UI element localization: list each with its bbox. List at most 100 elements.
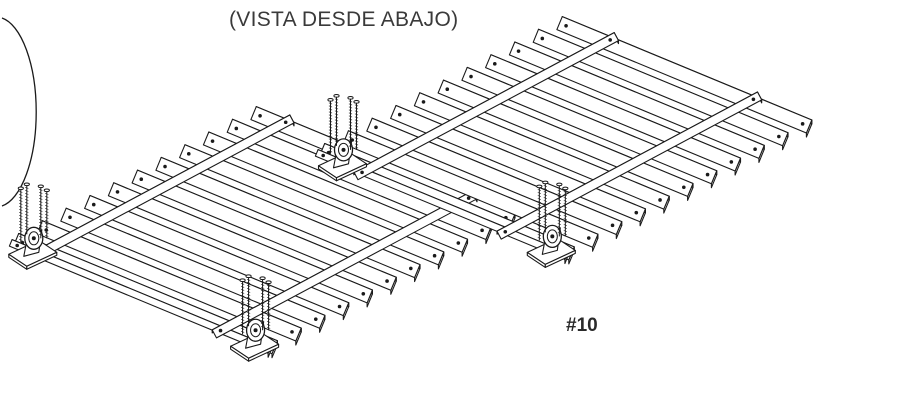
slat xyxy=(107,182,373,308)
screw-hole xyxy=(456,241,461,245)
screw-hole xyxy=(15,243,19,248)
screw-icon xyxy=(37,184,44,239)
screw-hole xyxy=(234,126,239,131)
screw-hole xyxy=(682,185,686,190)
screw-hole xyxy=(608,38,612,42)
screw-hole xyxy=(218,328,223,333)
screw-icon xyxy=(259,276,266,331)
view-caption: (VISTA DESDE ABAJO) xyxy=(229,8,459,31)
screw-hole xyxy=(321,153,325,158)
screw-hole xyxy=(283,120,288,125)
slat xyxy=(202,131,469,257)
slat-top-face xyxy=(179,144,445,266)
left-slat-frame xyxy=(8,106,516,362)
caster-wheel-icon xyxy=(230,274,280,362)
screw-hole xyxy=(492,62,497,66)
screw-hole xyxy=(503,229,508,234)
screw-hole xyxy=(409,266,413,271)
screw-hole xyxy=(800,122,805,126)
caster-plate-edge xyxy=(248,343,280,362)
screw-hole xyxy=(540,36,545,41)
screw-icon xyxy=(239,278,246,335)
screw-hole xyxy=(445,87,450,92)
screw-icon xyxy=(536,184,543,241)
screw-icon xyxy=(327,98,334,154)
slat-top-face xyxy=(107,182,373,304)
slat-top-face xyxy=(60,207,326,329)
screw-hole xyxy=(290,330,294,334)
caster-axle xyxy=(550,234,555,239)
screw-hole xyxy=(516,49,521,53)
part-number-label: #10 xyxy=(566,315,598,336)
screw-hole xyxy=(469,74,473,79)
slat xyxy=(496,91,763,240)
screw-hole xyxy=(337,304,342,309)
screw-hole xyxy=(421,100,426,104)
slat-top-face xyxy=(155,156,421,279)
screw-hole xyxy=(397,112,402,117)
screw-hole xyxy=(564,23,568,28)
slat-top-face xyxy=(353,32,620,181)
slat xyxy=(60,207,326,333)
screw-hole xyxy=(68,215,72,220)
caster-plate-edge xyxy=(26,251,58,270)
slat-top-face xyxy=(84,194,350,317)
caster-plate-edge xyxy=(335,163,368,182)
screw-hole xyxy=(210,139,215,143)
slat-top-face xyxy=(202,131,469,253)
screw-icon xyxy=(542,180,549,233)
screw-hole xyxy=(658,198,662,202)
screw-icon xyxy=(333,94,340,146)
screw-icon xyxy=(556,182,563,237)
slat xyxy=(353,32,620,181)
screw-hole xyxy=(753,147,757,152)
screw-hole xyxy=(466,196,471,200)
screw-hole xyxy=(610,223,615,228)
screw-icon xyxy=(347,96,354,150)
screw-icon xyxy=(43,188,50,239)
caster-axle xyxy=(31,236,36,241)
screw-hole xyxy=(139,177,144,182)
slat xyxy=(179,144,445,270)
slat xyxy=(84,194,350,321)
screw-hole xyxy=(432,253,437,258)
screw-icon xyxy=(23,182,30,235)
screw-icon xyxy=(353,100,360,150)
screw-hole xyxy=(586,236,591,240)
screw-hole xyxy=(361,291,366,296)
caster-wheel-icon xyxy=(317,94,368,182)
screw-hole xyxy=(480,228,484,233)
screw-icon xyxy=(265,280,272,331)
screw-icon xyxy=(17,186,24,243)
caster-axle xyxy=(341,147,346,152)
screw-hole xyxy=(385,279,389,283)
screw-hole xyxy=(374,125,378,130)
screw-icon xyxy=(245,274,252,327)
caster-wheel-icon xyxy=(526,180,576,268)
screw-hole xyxy=(705,172,710,177)
caster-wheel-icon xyxy=(8,182,58,270)
slat xyxy=(36,220,302,346)
screw-hole xyxy=(91,202,96,207)
slat xyxy=(131,169,397,295)
screw-hole xyxy=(634,210,639,215)
screw-hole xyxy=(777,134,781,139)
screw-hole xyxy=(163,164,167,169)
screw-hole xyxy=(186,152,191,156)
screw-hole xyxy=(360,170,364,175)
screw-hole xyxy=(751,97,756,102)
screw-hole xyxy=(729,160,734,164)
right-slat-frame xyxy=(314,16,813,268)
detail-callout-circle xyxy=(1,17,37,207)
screw-hole xyxy=(115,190,120,194)
slat-top-face xyxy=(496,91,763,240)
screw-icon xyxy=(562,186,569,237)
caster-axle xyxy=(253,328,258,333)
screw-hole xyxy=(313,317,318,321)
slat xyxy=(155,156,421,283)
caster-plate-edge xyxy=(544,249,576,268)
slat-top-face xyxy=(131,169,397,291)
screw-hole xyxy=(258,113,262,118)
